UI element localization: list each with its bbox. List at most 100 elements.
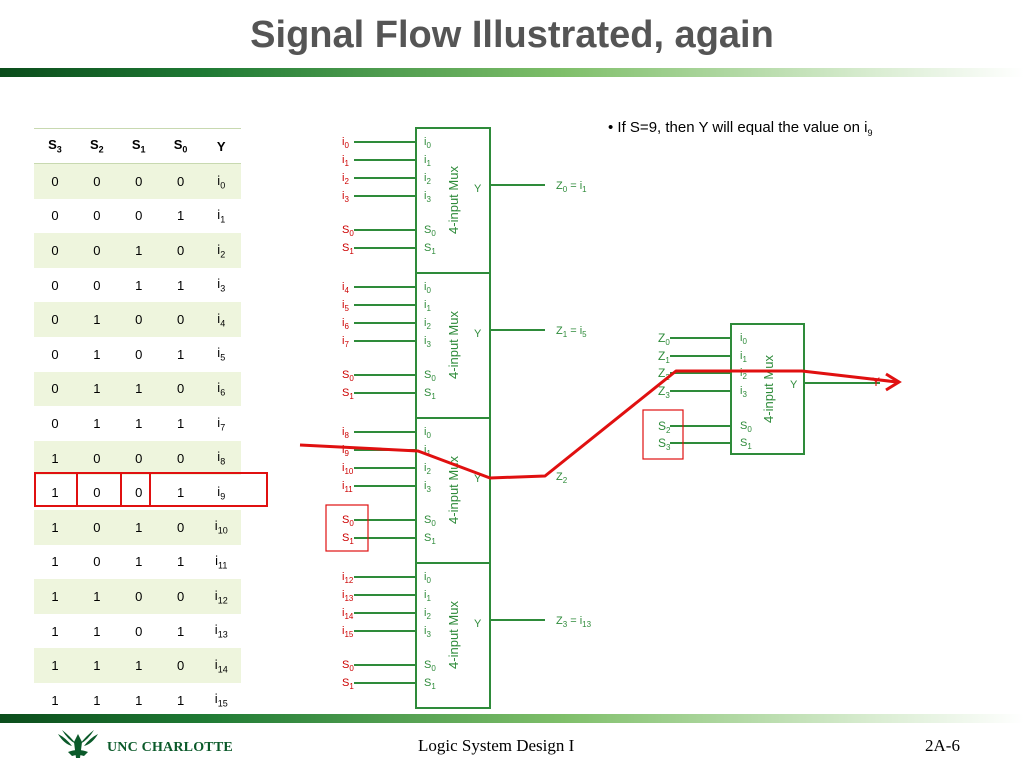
table-cell: 1 xyxy=(34,648,76,683)
table-cell: 0 xyxy=(159,509,202,545)
signal-label-s0: S0 xyxy=(342,659,354,673)
table-cell: i4 xyxy=(201,302,241,337)
table-cell: i15 xyxy=(214,691,228,709)
table-cell: 1 xyxy=(176,623,185,639)
table-cell: 1 xyxy=(51,554,59,570)
signal-label-z3: Z3 xyxy=(658,384,670,400)
signal-label-i0: i0 xyxy=(342,136,349,150)
table-cell: 1 xyxy=(176,277,185,293)
table-cell: 0 xyxy=(93,485,101,501)
table-cell: 0 xyxy=(75,163,118,199)
table-cell: 1 xyxy=(135,554,143,570)
truth-header-s2: S2 xyxy=(75,128,118,164)
pin-label-i1: i1 xyxy=(424,299,431,313)
output-pin-y: Y xyxy=(474,328,482,340)
pin-label-s0: S0 xyxy=(424,369,436,383)
table-cell: i13 xyxy=(214,622,228,640)
pin-label-i0: i0 xyxy=(424,426,431,440)
signal-label-i13: i13 xyxy=(342,589,354,603)
table-cell: 0 xyxy=(135,346,143,362)
table-cell: 0 xyxy=(135,208,143,224)
table-cell: 1 xyxy=(135,277,143,293)
mux-label: 4-input Mux xyxy=(446,311,461,379)
pin-label-s1: S1 xyxy=(424,387,436,401)
signal-label-i12: i12 xyxy=(342,571,354,585)
table-cell: 0 xyxy=(93,554,101,570)
output-pin-y: Y xyxy=(790,379,798,391)
bottom-divider-bar xyxy=(0,714,1024,723)
mux-box xyxy=(415,562,491,709)
table-cell: 0 xyxy=(159,163,202,199)
mux-box xyxy=(730,323,805,455)
output-pin-y: Y xyxy=(474,473,482,485)
page-number: 2A-6 xyxy=(925,736,960,755)
table-cell: 0 xyxy=(51,346,59,362)
mux-label: 4-input Mux xyxy=(761,355,776,423)
pin-label-i2: i2 xyxy=(424,462,431,476)
pin-label-i2: i2 xyxy=(424,607,431,621)
selected-row-highlight xyxy=(34,472,268,508)
pin-label-i1: i1 xyxy=(424,444,431,458)
table-cell: 1 xyxy=(75,302,118,337)
pin-label-i1: i1 xyxy=(740,350,747,364)
table-cell: i2 xyxy=(201,233,241,268)
mux-box xyxy=(415,127,491,274)
signal-label-s3: S3 xyxy=(658,436,671,452)
table-cell: 1 xyxy=(51,623,59,639)
signal-label-i2: i2 xyxy=(342,172,349,186)
truth-header-s0: S0 xyxy=(159,128,202,164)
pin-label-i0: i0 xyxy=(740,332,747,346)
signal-label-i4: i4 xyxy=(342,281,349,295)
signal-label-i7: i7 xyxy=(342,335,349,349)
table-cell: 1 xyxy=(75,579,118,614)
table-cell: 0 xyxy=(159,233,202,268)
truth-header-y: Y xyxy=(201,128,241,164)
table-cell: 0 xyxy=(135,485,143,501)
arrow-head-icon xyxy=(885,372,902,392)
table-cell: i8 xyxy=(201,440,241,476)
table-cell: 1 xyxy=(176,415,185,431)
truth-header-s3: S3 xyxy=(34,128,76,164)
signal-label-i15: i15 xyxy=(342,625,354,639)
pin-label-i2: i2 xyxy=(740,367,747,381)
table-cell: 0 xyxy=(159,302,202,337)
table-cell: 0 xyxy=(34,371,76,407)
slide-title: Signal Flow Illustrated, again xyxy=(250,14,774,56)
mux-output-label: Z0 = i1 xyxy=(556,180,587,194)
pin-label-i0: i0 xyxy=(424,281,431,295)
table-cell: 1 xyxy=(75,648,118,683)
table-cell: 0 xyxy=(135,623,143,639)
table-cell: 1 xyxy=(176,692,185,708)
pin-label-i3: i3 xyxy=(740,385,747,399)
table-cell: 0 xyxy=(117,302,160,337)
table-cell: 1 xyxy=(51,485,59,501)
signal-label-i9: i9 xyxy=(342,444,349,458)
table-cell: 1 xyxy=(176,208,185,224)
mux-label: 4-input Mux xyxy=(446,601,461,669)
table-cell: 0 xyxy=(51,277,59,293)
table-cell: 0 xyxy=(117,579,160,614)
top-divider-bar xyxy=(0,68,1024,77)
signal-label-z1: Z1 xyxy=(658,349,670,365)
table-cell: 1 xyxy=(93,415,101,431)
table-cell: i6 xyxy=(201,371,241,407)
table-cell: i0 xyxy=(201,163,241,199)
table-cell: i5 xyxy=(217,345,226,364)
pin-label-s0: S0 xyxy=(740,420,752,434)
signal-label-i3: i3 xyxy=(342,190,349,204)
table-cell: i9 xyxy=(217,483,226,502)
table-cell: 0 xyxy=(159,579,202,614)
output-pin-y: Y xyxy=(474,618,482,630)
pin-label-s1: S1 xyxy=(740,437,752,451)
select-highlight-s0-s1 xyxy=(325,504,369,552)
table-cell: i3 xyxy=(217,276,226,294)
